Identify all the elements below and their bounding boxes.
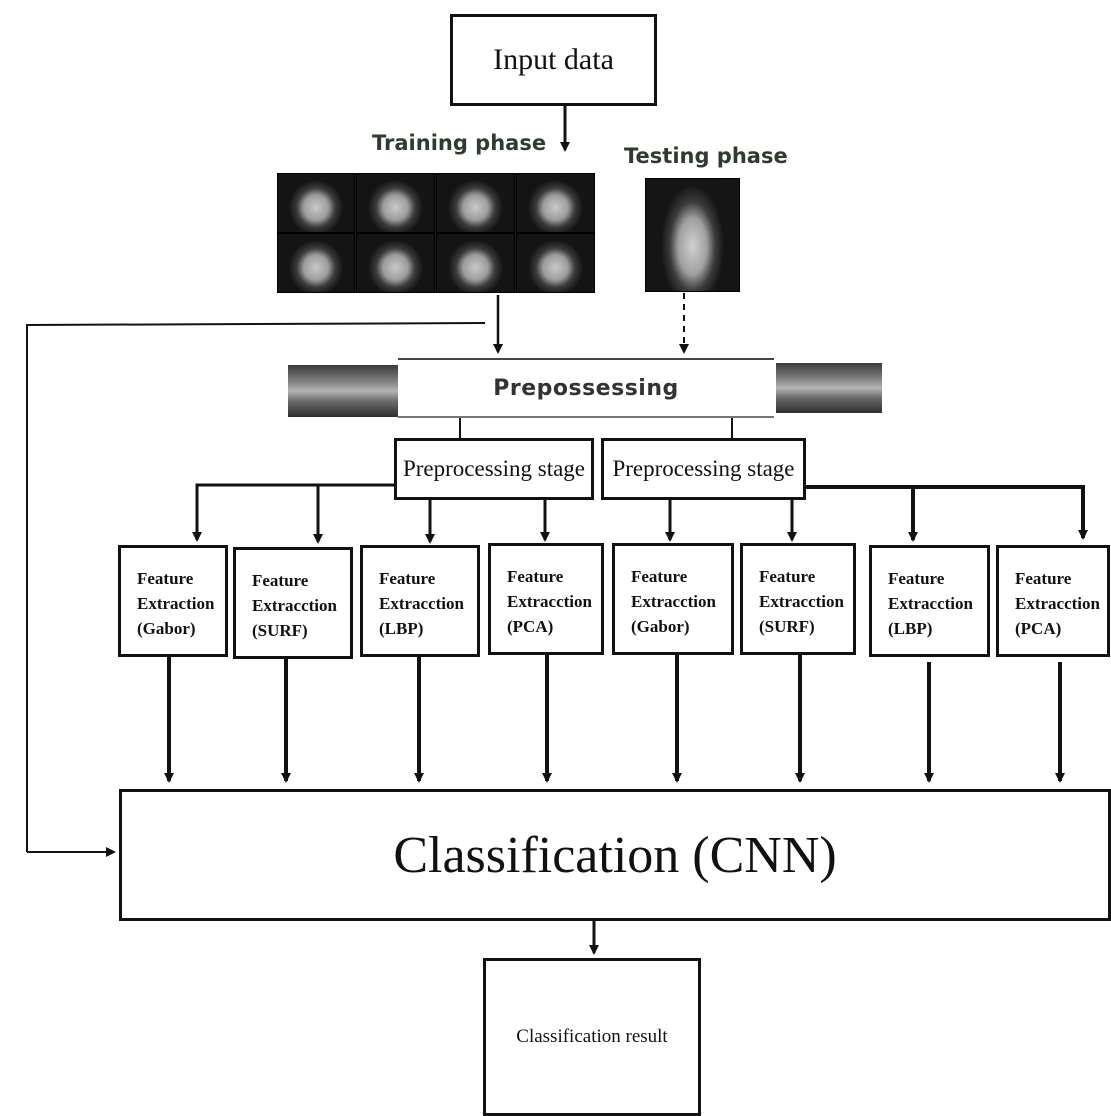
feature-method-label: (SURF) [759, 617, 815, 636]
feature-label: Extracction [631, 592, 716, 611]
fingerprint-image [516, 173, 595, 233]
feature-extraction-box: Feature Extracction (SURF) [740, 543, 856, 655]
training-phase-label: Training phase [372, 131, 547, 155]
feature-extraction-box: Feature Extracction (LBP) [869, 545, 990, 657]
preprocessed-image-right [776, 363, 882, 413]
testing-phase-label: Testing phase [624, 144, 788, 168]
feature-label: Extraction [137, 594, 215, 613]
feature-extraction-box: Feature Extraction (Gabor) [118, 545, 228, 657]
feature-method-label: (LBP) [888, 619, 933, 638]
feature-extraction-box: Feature Extracction (PCA) [996, 545, 1110, 657]
feature-method-label: (Gabor) [631, 617, 690, 636]
fingerprint-image [277, 173, 355, 233]
feature-extraction-box: Feature Extracction (Gabor) [612, 543, 734, 655]
training-images-grid [277, 173, 595, 293]
fingerprint-image [436, 233, 515, 293]
prepossessing-box: Prepossessing [398, 358, 774, 418]
fingerprint-image [645, 178, 740, 292]
classification-result-box: Classification result [483, 958, 701, 1116]
feature-label: Feature [137, 569, 194, 588]
feature-label: Feature [252, 571, 309, 590]
feature-label: Feature [1015, 569, 1072, 588]
fingerprint-image [356, 233, 435, 293]
fingerprint-image [516, 233, 595, 293]
feature-method-label: (LBP) [379, 619, 424, 638]
feature-label: Extracction [507, 592, 592, 611]
feature-method-label: (PCA) [1015, 619, 1062, 638]
preprocessed-image-left [288, 365, 398, 417]
feature-extraction-box: Feature Extracction (LBP) [360, 545, 480, 657]
bypass-line [26, 322, 486, 852]
feature-label: Feature [507, 567, 564, 586]
feature-label: Extracction [379, 594, 464, 613]
feature-label: Feature [759, 567, 816, 586]
feature-label: Extracction [888, 594, 973, 613]
fingerprint-image [277, 233, 355, 293]
feature-label: Extracction [1015, 594, 1100, 613]
feature-extraction-box: Feature Extracction (PCA) [488, 543, 604, 655]
classification-cnn-box: Classification (CNN) [119, 789, 1111, 921]
feature-label: Extracction [252, 596, 337, 615]
feature-extraction-box: Feature Extracction (SURF) [233, 547, 353, 659]
feature-label: Extracction [759, 592, 844, 611]
stage1-branch-left [192, 483, 394, 542]
fingerprint-image [356, 173, 435, 233]
feature-label: Feature [379, 569, 436, 588]
feature-label: Feature [631, 567, 688, 586]
feature-method-label: (PCA) [507, 617, 554, 636]
preprocessing-stage-box: Preprocessing stage [394, 438, 594, 500]
feature-label: Feature [888, 569, 945, 588]
stage2-branch-right [806, 485, 1088, 540]
feature-method-label: (SURF) [252, 621, 308, 640]
testing-image [645, 178, 740, 292]
input-data-box: Input data [450, 14, 657, 106]
preprocessing-stage-box: Preprocessing stage [601, 438, 806, 500]
fingerprint-image [436, 173, 515, 233]
feature-method-label: (Gabor) [137, 619, 196, 638]
